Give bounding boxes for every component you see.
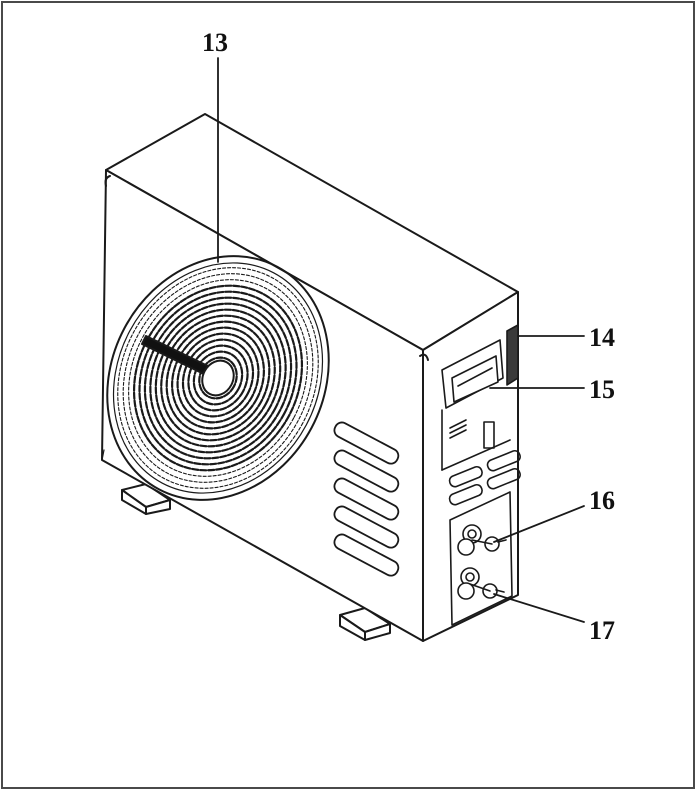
callout-15: 15 (589, 375, 615, 404)
unit-feet (121, 483, 391, 641)
front-louvers (333, 421, 400, 577)
grille-outer-ring (106, 255, 330, 501)
grille-ring (112, 262, 324, 494)
callout-16: 16 (589, 486, 615, 515)
grille-ring (128, 279, 308, 477)
grille-ring (122, 273, 314, 483)
fan-hub (201, 359, 235, 397)
grille-ring (117, 267, 319, 489)
callout-13: 13 (202, 28, 228, 57)
fan-grille (106, 255, 330, 501)
callout-17: 17 (589, 616, 615, 645)
side-panel (441, 324, 521, 626)
leader-lines (217, 57, 585, 623)
callout-14: 14 (589, 323, 615, 352)
